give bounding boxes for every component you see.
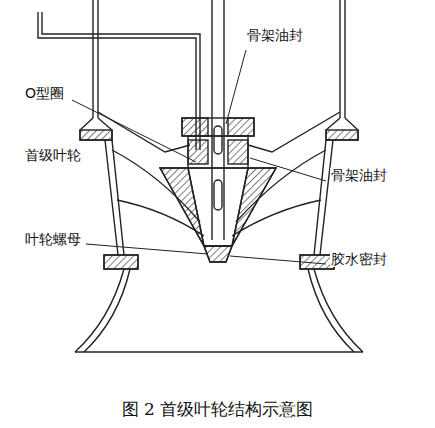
figure-caption: 图 2 首级叶轮结构示意图: [0, 398, 435, 421]
part-label: 骨架油封: [246, 28, 304, 43]
part-label: 叶轮螺母: [24, 232, 82, 247]
part-label: 胶水密封: [330, 252, 388, 267]
part-label: 首级叶轮: [24, 148, 82, 163]
part-label: 骨架油封: [330, 168, 388, 183]
part-label: O型圈: [24, 86, 65, 101]
